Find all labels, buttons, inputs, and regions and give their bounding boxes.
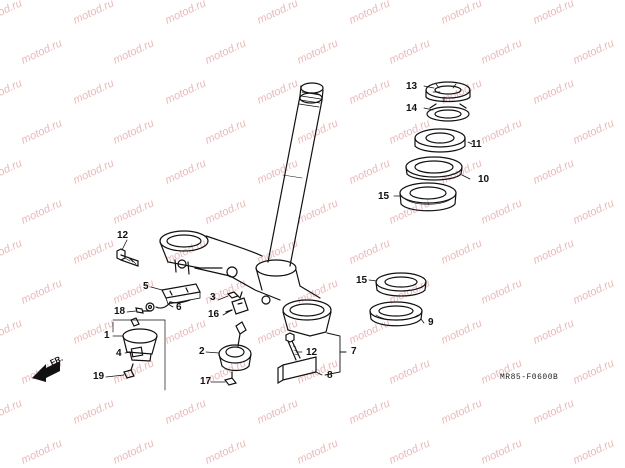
callout-7: 7 — [351, 346, 357, 357]
callout-18: 18 — [114, 306, 126, 317]
callout-1: 1 — [104, 330, 110, 341]
part-9-lower-bearing — [369, 301, 423, 327]
part-3-screw — [226, 291, 241, 299]
part-12-bolt-left — [116, 248, 139, 267]
part-18-screw — [135, 307, 151, 314]
steering-stem-tube — [267, 82, 324, 267]
callout-19: 19 — [93, 371, 105, 382]
callout-11: 11 — [471, 139, 482, 150]
callout-12-left: 12 — [117, 230, 129, 241]
callout-6: 6 — [176, 302, 182, 313]
part-2-horn — [218, 321, 252, 372]
part-8-rubber-pad — [277, 356, 317, 385]
leader-lines — [105, 85, 473, 391]
part-12-bolt-right — [285, 332, 301, 361]
callout-13: 13 — [406, 81, 418, 92]
callout-15-upper: 15 — [378, 191, 390, 202]
callout-2: 2 — [199, 346, 205, 357]
part-5-bracket — [161, 283, 201, 305]
direction-arrow-icon — [32, 361, 60, 382]
part-11-adjusting-nut — [414, 128, 466, 153]
part-1-horn-assembly — [122, 317, 158, 362]
callout-3: 3 — [210, 292, 216, 303]
callout-4: 4 — [116, 348, 122, 359]
callout-10: 10 — [478, 174, 490, 185]
part-17-screw — [223, 371, 238, 386]
callout-17: 17 — [200, 376, 212, 387]
callout-8: 8 — [327, 370, 333, 381]
part-15-upper-bearing — [399, 182, 457, 212]
part-10-dust-seal — [405, 156, 463, 181]
callout-9: 9 — [428, 317, 434, 328]
steering-stem-bottom-bridge — [159, 230, 332, 337]
callout-16: 16 — [208, 309, 220, 320]
part-7-bracket-lines — [324, 332, 347, 376]
part-14-lock-washer — [426, 103, 470, 122]
part-13-lock-nut — [425, 81, 471, 103]
callout-12-right: 12 — [306, 347, 318, 358]
callout-5: 5 — [143, 281, 149, 292]
part-6-wire-harness — [145, 299, 191, 312]
callout-15-lower: 15 — [356, 275, 368, 286]
diagram-code: MR85-F0600B — [500, 373, 559, 382]
part-15-lower-bearing-race — [375, 272, 427, 297]
part-19-screw — [123, 363, 135, 379]
callout-14: 14 — [406, 103, 418, 114]
